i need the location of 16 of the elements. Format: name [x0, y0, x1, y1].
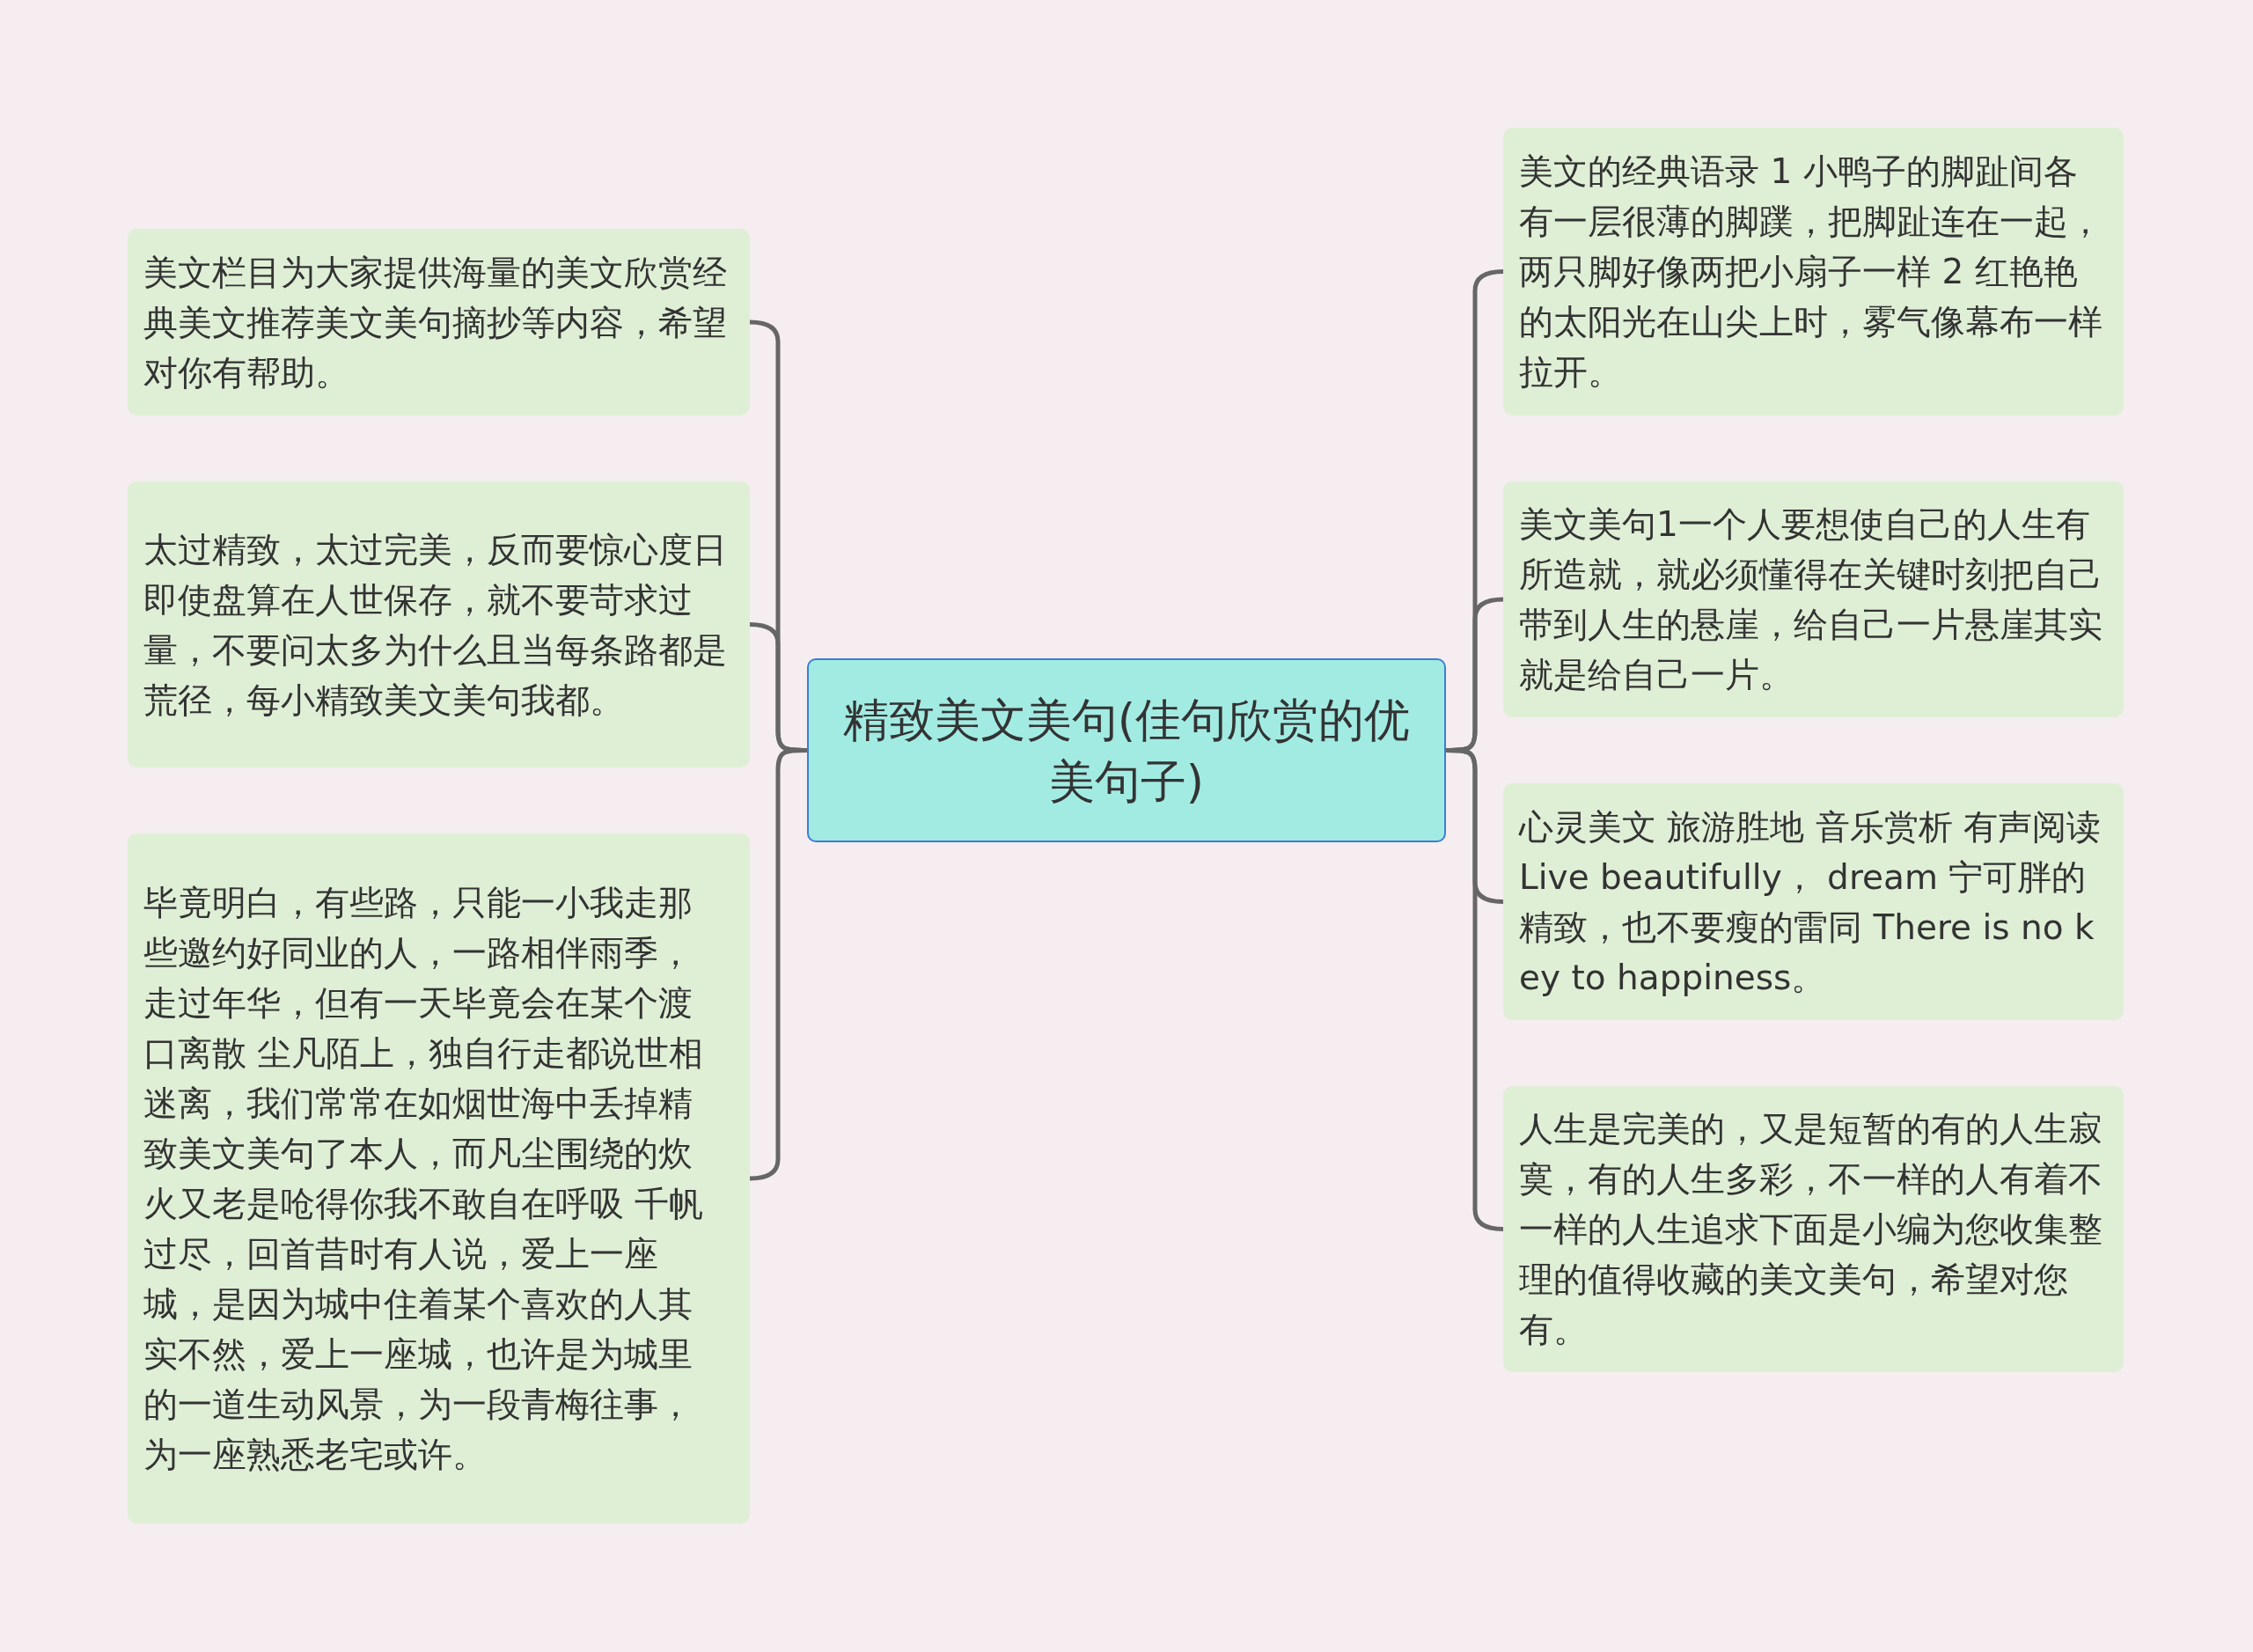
topic-text: 美文栏目为大家提供海量的美文欣赏经典美文推荐美文美句摘抄等内容，希望对你有帮助。: [143, 251, 728, 394]
topic-box: [1503, 481, 2124, 717]
topic-text: 毕竟明白，有些路，只能一小我走那些邀约好同业的人，一路相伴雨季，走过年华，但有一天毕竟会在某个渡口离散 尘凡陌上，独自行走都说世相迷离，我们常常在如烟世海中丢掉精致美文美句了本人，而凡尘围绕的炊火又老是呛得你我不敢自在呼吸 千帆过尽，回首昔时有人说，爱上一座城，是因为城中住着某个喜欢的人其实不然，爱上一座城，也许是为城里的一道生动风景，为一段青梅往事，为一座熟悉老宅或许。: [143, 882, 705, 1476]
topic-text: 美文的经典语录 1 小鸭子的脚趾间各有一层很薄的脚蹼，把脚趾连在一起，两只脚好像两把小扇子一样 2 红艳艳的太阳光在山尖上时，雾气像幕布一样拉开。: [1519, 151, 2103, 393]
topic-text: 太过精致，太过完美，反而要惊心度日即使盘算在人世保存，就不要苛求过量，不要问太多为什么且当每条路都是荒径，每小精致美文美句我都。: [143, 528, 728, 722]
topic-box: [128, 229, 750, 415]
central-topic-box: [807, 658, 1446, 842]
topic-text: 美文美句1一个人要想使自己的人生有所造就，就必须懂得在关键时刻把自己带到人生的悬崖，给自己一片悬崖其实就是给自己一片。: [1519, 503, 2103, 696]
topic-box: [1503, 128, 2124, 415]
topic-box: [1503, 1086, 2124, 1372]
topic-box: [128, 481, 750, 767]
topic-text: 心灵美文 旅游胜地 音乐赏析 有声阅读Live beautifully， dream 宁可胖的精致，也不要瘦的雷同 There is no key to happiness。: [1519, 805, 2103, 999]
topic-text: 人生是完美的，又是短暂的有的人生寂寞，有的人生多彩，不一样的人有着不一样的人生追求下面是小编为您收集整理的值得收藏的美文美句，希望对您有。: [1519, 1108, 2103, 1351]
topic-box: [1503, 783, 2124, 1020]
central-topic-text: 精致美文美句(佳句欣赏的优美句子): [841, 692, 1412, 810]
topic-box: [128, 833, 750, 1524]
